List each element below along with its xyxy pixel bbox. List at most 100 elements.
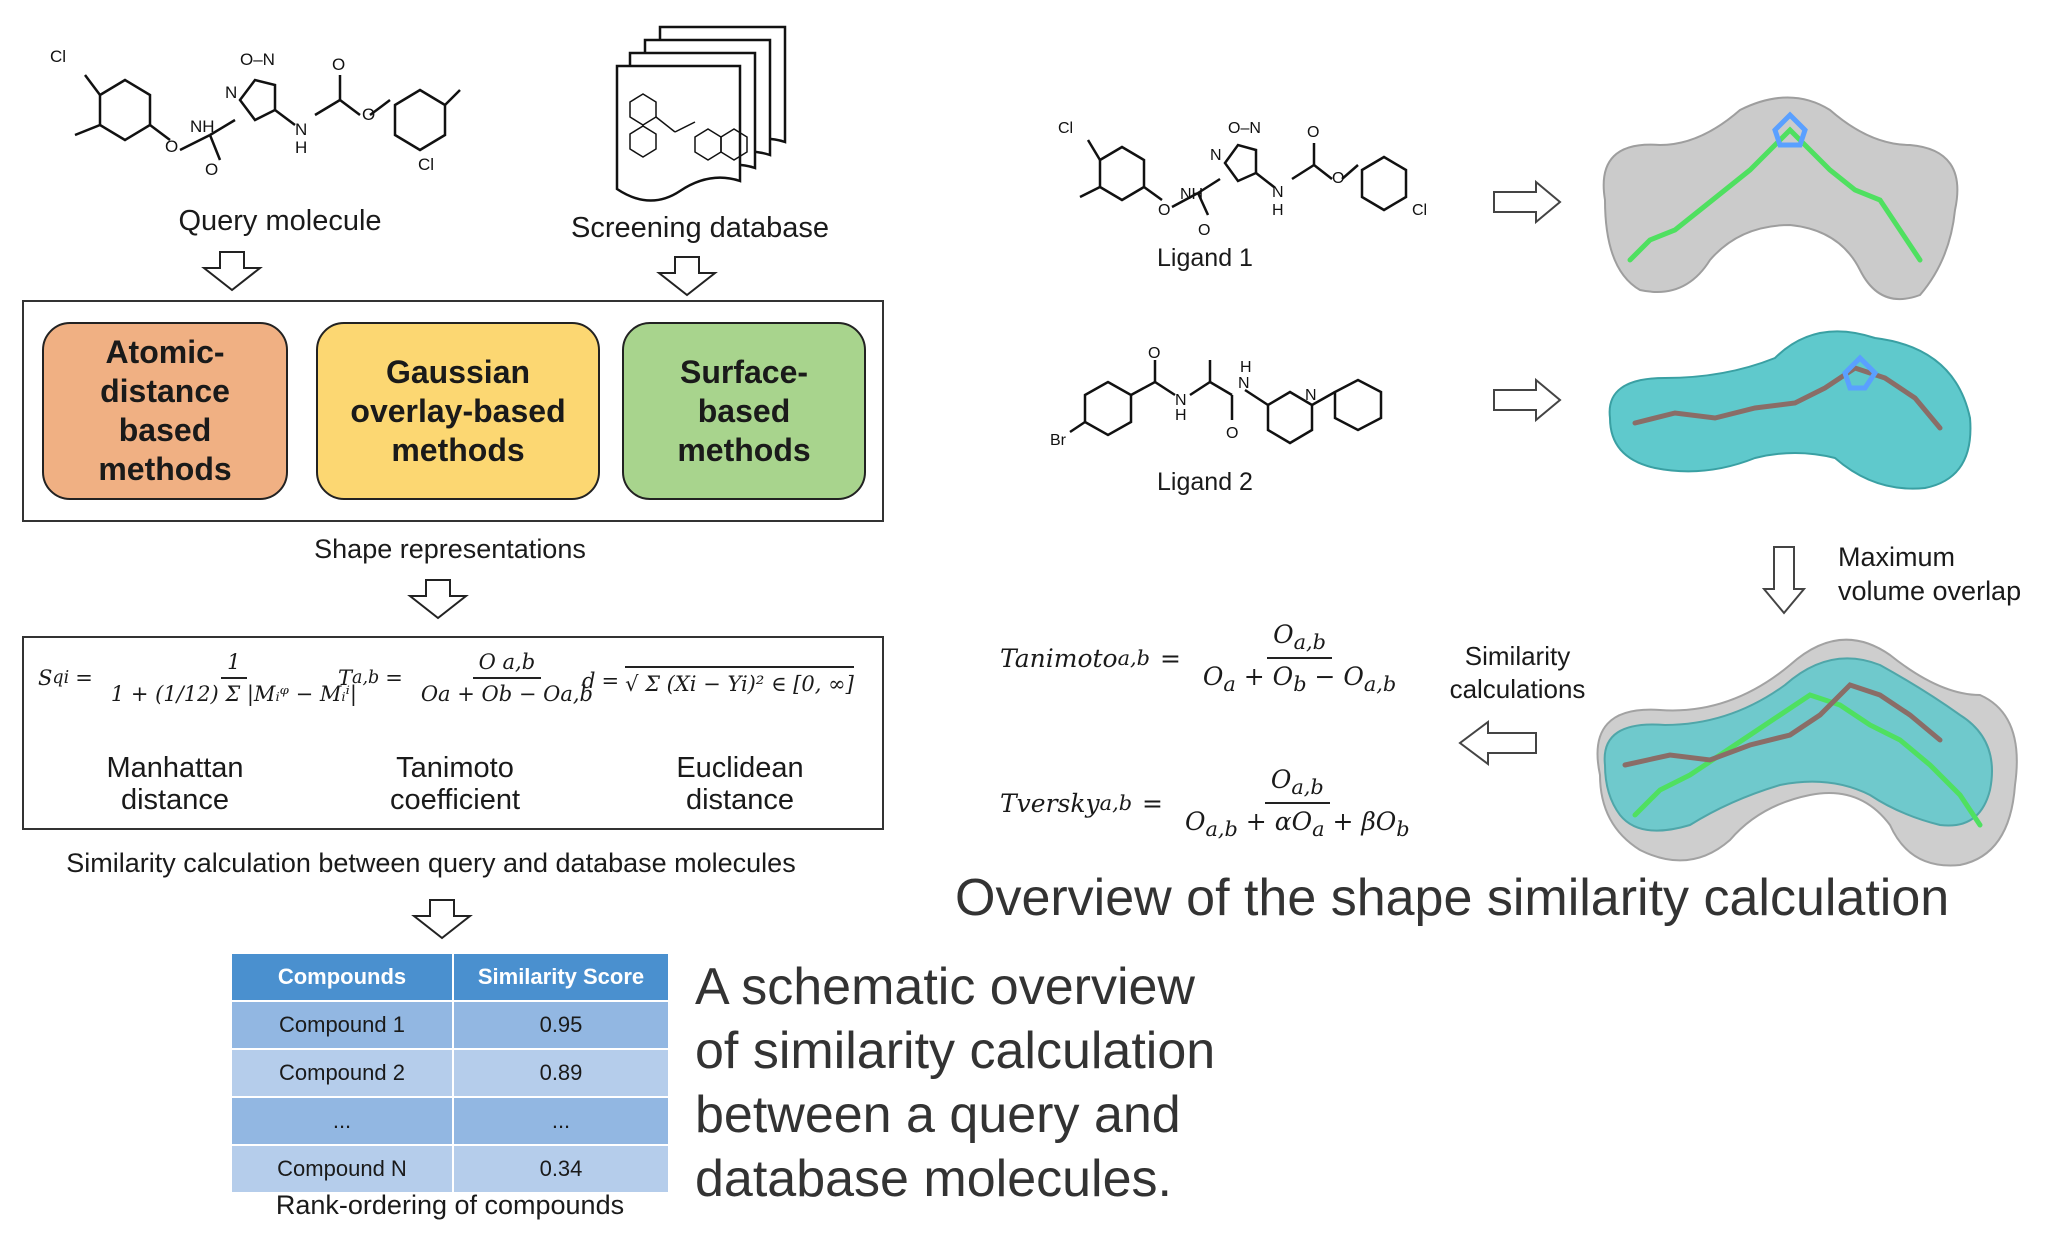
svg-text:O–N: O–N xyxy=(240,50,275,69)
down-arrow-icon xyxy=(406,578,470,625)
tanimoto-fraction: O a,b Oa + Ob − Oa,b xyxy=(415,650,599,706)
table-header-cell: Compounds xyxy=(230,952,454,1002)
fraction-numerator: Oa,b xyxy=(1264,765,1330,804)
tversky-fraction: Oa,b Oa,b + αOa + βOb xyxy=(1179,765,1416,841)
table-cell: Compound 2 xyxy=(230,1048,454,1098)
tanimoto-fraction: Oa,b Oa + Ob − Oa,b xyxy=(1197,620,1402,696)
fraction-denominator: Oa + Ob − Oa,b xyxy=(1202,662,1397,696)
euclidean-label: Euclidean distance xyxy=(676,752,804,816)
formula-frame xyxy=(22,636,884,830)
svg-text:Br: Br xyxy=(1050,432,1067,449)
fraction-numerator: Oa,b xyxy=(1267,620,1333,659)
svg-text:O: O xyxy=(1198,222,1210,239)
fraction-denominator: Oa,b + αOa + βOb xyxy=(1184,807,1410,841)
database-label: Screening database xyxy=(571,212,829,244)
formula-lhs: S xyxy=(38,666,53,690)
similarity-calc-label: Similarity calculation between query and… xyxy=(66,848,796,878)
table-cell: ... xyxy=(230,1096,454,1146)
svg-text:N: N xyxy=(1305,387,1317,404)
fraction-denominator: 1 + (1/12) Σ |Mᵢᵠ − Mᵢⁱ| xyxy=(110,682,357,706)
svg-text:Cl: Cl xyxy=(418,155,434,174)
table-cell: Compound N xyxy=(230,1144,454,1194)
right-arrow-icon xyxy=(1492,179,1564,229)
svg-text:N: N xyxy=(1272,184,1284,201)
svg-text:Cl: Cl xyxy=(50,47,66,66)
svg-text:Cl: Cl xyxy=(1058,120,1073,137)
formula-sub: a,b xyxy=(1117,646,1150,670)
svg-text:N: N xyxy=(1238,375,1250,392)
table-cell: Compound 1 xyxy=(230,1000,454,1050)
formula-sub: a,b xyxy=(1099,791,1133,815)
svg-text:O: O xyxy=(1148,345,1160,362)
fraction-denominator: Oa + Ob − Oa,b xyxy=(420,682,593,706)
down-arrow-icon xyxy=(410,898,474,945)
manhattan-label: Manhattan distance xyxy=(106,752,244,816)
atomic-distance-method-box: Atomic-distance based methods xyxy=(42,322,288,500)
table-cell: 0.89 xyxy=(452,1048,670,1098)
similarity-calculations-label: Similarity calculations xyxy=(1449,641,1586,704)
formula-sub: qi xyxy=(52,668,70,688)
surface-method-box: Surface-based methods xyxy=(622,322,866,500)
down-arrow-icon xyxy=(655,255,719,302)
svg-text:O: O xyxy=(332,55,345,74)
formula-lhs: T xyxy=(338,666,353,690)
svg-text:O: O xyxy=(1158,202,1170,219)
table-row: ...... xyxy=(230,1096,670,1146)
table-cell: 0.95 xyxy=(452,1000,670,1050)
svg-text:O: O xyxy=(165,137,178,156)
ligand1-surface-render xyxy=(1590,90,1970,310)
max-volume-overlap-label: Maximum volume overlap xyxy=(1838,542,2022,606)
table-cell: 0.34 xyxy=(452,1144,670,1194)
svg-text:Cl: Cl xyxy=(1412,202,1427,219)
svg-text:O: O xyxy=(362,105,375,124)
left-caption: A schematic overview of similarity calcu… xyxy=(695,958,1216,1208)
ligand1-label: Ligand 1 xyxy=(1157,244,1253,272)
equals-sign: = xyxy=(1159,643,1181,673)
equals-sign: = xyxy=(1142,788,1163,818)
table-cell: ... xyxy=(452,1096,670,1146)
down-arrow-icon xyxy=(200,250,264,297)
equals-sign: = xyxy=(75,666,93,690)
equals-sign: = xyxy=(601,669,620,693)
svg-text:H: H xyxy=(1272,202,1284,219)
ligand2-label: Ligand 2 xyxy=(1157,468,1253,496)
svg-text:H: H xyxy=(1175,407,1187,424)
table-header-cell: Similarity Score xyxy=(452,952,670,1002)
equals-sign: = xyxy=(385,666,403,690)
svg-text:O–N: O–N xyxy=(1228,120,1261,137)
svg-text:H: H xyxy=(1240,359,1252,376)
manhattan-fraction: 1 1 + (1/12) Σ |Mᵢᵠ − Mᵢⁱ| xyxy=(105,650,363,706)
query-molecule-label: Query molecule xyxy=(178,205,382,237)
svg-text:O: O xyxy=(1226,425,1238,442)
left-arrow-icon xyxy=(1458,720,1538,771)
fraction-numerator: 1 xyxy=(221,650,247,679)
overlay-surface-render xyxy=(1580,625,2030,880)
table-header-row: Compounds Similarity Score xyxy=(230,952,670,1002)
formula-lhs: Tanimoto xyxy=(1000,643,1118,673)
formula-sub: a,b xyxy=(352,668,380,688)
svg-text:N: N xyxy=(1175,392,1187,409)
svg-text:O: O xyxy=(205,160,218,179)
formula-lhs: d xyxy=(582,669,596,693)
formula-rhs: √ Σ (Xi − Yi)² ∈ [0, ∞] xyxy=(625,666,854,696)
database-stack-icon xyxy=(615,22,790,202)
svg-text:N: N xyxy=(295,120,307,139)
down-arrow-icon xyxy=(1761,545,1807,620)
svg-text:NH: NH xyxy=(1180,186,1203,203)
svg-text:H: H xyxy=(295,138,307,157)
gaussian-overlay-method-box: Gaussian overlay-based methods xyxy=(316,322,600,500)
fraction-numerator: O a,b xyxy=(472,650,542,679)
svg-text:O: O xyxy=(1307,124,1319,141)
ligand2-surface-render xyxy=(1595,318,1980,508)
svg-text:NH: NH xyxy=(190,117,215,136)
